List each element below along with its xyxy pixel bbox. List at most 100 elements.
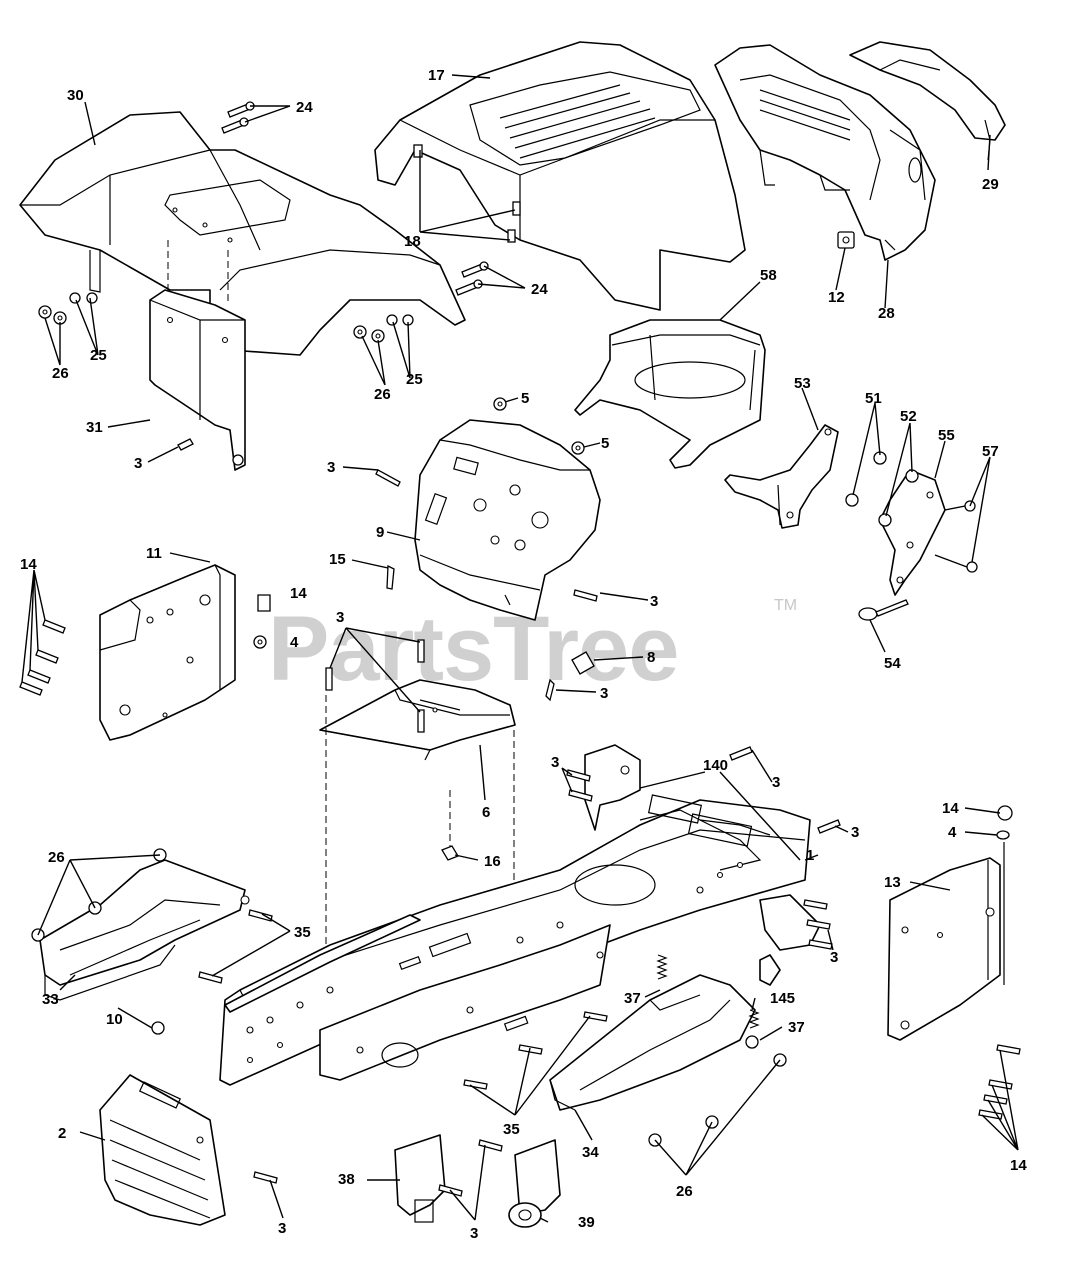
callout-35: 35 <box>294 924 311 941</box>
fastener-5-right[interactable] <box>571 441 585 455</box>
callout-3: 3 <box>470 1225 478 1242</box>
part-clip-12[interactable] <box>837 231 855 249</box>
callout-57: 57 <box>982 443 999 460</box>
callout-29: 29 <box>982 176 999 193</box>
part-bracket-39[interactable] <box>508 1139 561 1228</box>
callout-28: 28 <box>878 305 895 322</box>
callout-14: 14 <box>20 556 37 573</box>
screws-35-34[interactable] <box>463 1011 608 1090</box>
callout-9: 9 <box>376 524 384 541</box>
callout-38: 38 <box>338 1171 355 1188</box>
part-fender-bracket[interactable] <box>149 289 246 471</box>
callout-26: 26 <box>52 365 69 382</box>
callout-37: 37 <box>624 990 641 1007</box>
screw-14-top[interactable] <box>257 594 271 612</box>
callout-34: 34 <box>582 1144 599 1161</box>
callout-3: 3 <box>772 774 780 791</box>
callout-13: 13 <box>884 874 901 891</box>
screws-14-left[interactable] <box>19 619 66 696</box>
callout-26: 26 <box>48 849 65 866</box>
part-bracket-38[interactable] <box>394 1134 446 1223</box>
screw-3-dash-right[interactable] <box>573 589 598 602</box>
screws-3-bottom[interactable] <box>438 1139 503 1197</box>
part-tie-rod[interactable] <box>224 914 421 1013</box>
callout-3: 3 <box>327 459 335 476</box>
callout-4: 4 <box>290 634 299 651</box>
fasteners-25-26-left[interactable] <box>38 292 98 325</box>
screws-14-right[interactable] <box>978 1044 1021 1120</box>
callout-4: 4 <box>948 824 957 841</box>
callout-24: 24 <box>296 99 313 116</box>
callout-5: 5 <box>601 435 609 452</box>
part-rear-fender[interactable] <box>19 111 466 356</box>
part-8-spacer[interactable] <box>571 651 595 675</box>
callout-labels: 17 30 24 24 18 29 12 28 58 25 26 25 26 3… <box>20 67 1027 1242</box>
screws-3-140[interactable] <box>566 746 753 802</box>
fastener-54[interactable] <box>858 599 909 621</box>
screws-3-frame-right[interactable] <box>803 819 841 950</box>
callout-3: 3 <box>278 1220 286 1237</box>
callout-3: 3 <box>600 685 608 702</box>
part-footrest-33[interactable] <box>39 859 250 1001</box>
callout-52: 52 <box>900 408 917 425</box>
leader-lines <box>21 74 1019 1223</box>
callout-30: 30 <box>67 87 84 104</box>
watermark-text: PartsTree <box>268 598 678 700</box>
fasteners-25-26-right[interactable] <box>353 314 414 343</box>
callout-5: 5 <box>521 390 529 407</box>
callout-31: 31 <box>86 419 103 436</box>
callout-6: 6 <box>482 804 490 821</box>
part-side-panel-13[interactable] <box>887 857 1001 1041</box>
callout-2: 2 <box>58 1125 66 1142</box>
callout-14: 14 <box>1010 1157 1027 1174</box>
callout-3: 3 <box>851 824 859 841</box>
part-side-panel-11[interactable] <box>99 564 236 741</box>
part-grille[interactable] <box>714 44 936 261</box>
callout-26: 26 <box>676 1183 693 1200</box>
callout-16: 16 <box>484 853 501 870</box>
bolts-24-top[interactable] <box>221 101 255 134</box>
callout-3: 3 <box>134 455 142 472</box>
callout-39: 39 <box>578 1214 595 1231</box>
callout-53: 53 <box>794 375 811 392</box>
callout-11: 11 <box>146 545 162 562</box>
callout-140: 140 <box>703 757 728 774</box>
screw-3-front[interactable] <box>253 1171 278 1184</box>
part-main-frame[interactable] <box>219 794 821 1086</box>
part-10[interactable] <box>151 1021 165 1035</box>
part-16-clip[interactable] <box>441 845 459 861</box>
part-bracket-55[interactable] <box>879 469 946 596</box>
fastener-14-4-right[interactable] <box>996 805 1013 985</box>
callout-58: 58 <box>760 267 777 284</box>
part-145[interactable] <box>759 954 781 986</box>
part-hood[interactable] <box>374 41 746 311</box>
fastener-5-top[interactable] <box>493 397 507 411</box>
callout-18: 18 <box>404 233 421 250</box>
springs-37[interactable] <box>656 954 760 1049</box>
callout-10: 10 <box>106 1011 123 1028</box>
watermark-trademark: TM <box>774 597 797 614</box>
washer-4-left[interactable] <box>253 635 267 649</box>
callout-12: 12 <box>828 289 845 306</box>
callout-3: 3 <box>650 593 658 610</box>
screw-15[interactable] <box>386 564 395 590</box>
watermark: PartsTree TM <box>268 597 797 700</box>
callout-25: 25 <box>406 371 423 388</box>
screws-3-tray[interactable] <box>325 639 555 733</box>
part-heat-shield[interactable] <box>574 319 766 469</box>
screw-3-dash-left[interactable] <box>375 469 401 487</box>
part-footrest-34[interactable] <box>549 974 756 1111</box>
part-dash-panel[interactable] <box>414 419 601 621</box>
callout-14: 14 <box>290 585 307 602</box>
part-bracket-140[interactable] <box>584 744 641 831</box>
callout-3: 3 <box>336 609 344 626</box>
screws-35-33[interactable] <box>198 909 273 984</box>
part-bracket-53[interactable] <box>724 424 839 529</box>
part-front-panel-2[interactable] <box>99 1074 226 1226</box>
bolts-24-mid[interactable] <box>455 261 489 296</box>
callout-24: 24 <box>531 281 548 298</box>
callout-51: 51 <box>865 390 882 407</box>
callout-8: 8 <box>647 649 655 666</box>
callout-14: 14 <box>942 800 959 817</box>
